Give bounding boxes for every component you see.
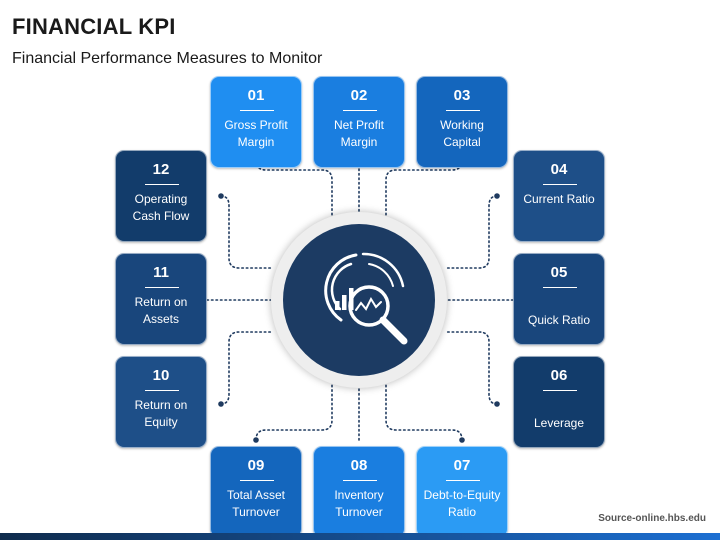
kpi-card-04: 04 Current Ratio bbox=[513, 150, 605, 242]
page-title: FINANCIAL KPI bbox=[12, 14, 176, 39]
kpi-card-11: 11 Return on Assets bbox=[115, 253, 207, 345]
kpi-divider bbox=[145, 287, 179, 288]
chart-magnifier-icon bbox=[324, 252, 408, 345]
connector-dot-10 bbox=[218, 401, 224, 407]
kpi-card-08: 08 Inventory Turnover bbox=[313, 446, 405, 538]
connector-07 bbox=[385, 381, 463, 441]
kpi-card-05: 05 Quick Ratio bbox=[513, 253, 605, 345]
kpi-label: Inventory Turnover bbox=[334, 488, 384, 519]
kpi-card-10: 10 Return on Equity bbox=[115, 356, 207, 448]
kpi-number: 05 bbox=[550, 264, 568, 281]
kpi-number: 02 bbox=[350, 87, 368, 104]
kpi-card-06: 06 Leverage bbox=[513, 356, 605, 448]
kpi-number: 04 bbox=[550, 161, 568, 178]
kpi-label: Operating Cash Flow bbox=[132, 192, 190, 223]
connector-01 bbox=[255, 159, 333, 219]
connector-12 bbox=[220, 195, 272, 269]
center-hub bbox=[271, 212, 447, 388]
connector-03 bbox=[385, 159, 463, 219]
kpi-divider bbox=[543, 390, 577, 391]
kpi-label: Return on Assets bbox=[134, 295, 188, 326]
kpi-label: Debt-to-Equity Ratio bbox=[423, 488, 501, 519]
connector-dot-07 bbox=[459, 437, 465, 443]
center-hub-disc bbox=[283, 224, 435, 376]
connector-dot-09 bbox=[253, 437, 259, 443]
kpi-divider bbox=[240, 480, 274, 481]
bottom-accent-bar bbox=[0, 533, 720, 540]
kpi-card-09: 09 Total Asset Turnover bbox=[210, 446, 302, 538]
kpi-label: Gross Profit Margin bbox=[224, 118, 288, 149]
connector-dot-06 bbox=[494, 401, 500, 407]
connector-10 bbox=[220, 331, 272, 405]
kpi-label: Net Profit Margin bbox=[333, 118, 384, 149]
kpi-divider bbox=[343, 110, 377, 111]
kpi-label: Current Ratio bbox=[523, 192, 595, 206]
kpi-divider bbox=[343, 480, 377, 481]
kpi-number: 09 bbox=[247, 457, 265, 474]
kpi-card-12: 12 Operating Cash Flow bbox=[115, 150, 207, 242]
kpi-label: Total Asset Turnover bbox=[226, 488, 286, 519]
connector-dot-04 bbox=[494, 193, 500, 199]
kpi-divider bbox=[240, 110, 274, 111]
kpi-number: 11 bbox=[153, 264, 169, 281]
connector-09 bbox=[255, 381, 333, 441]
kpi-divider bbox=[543, 184, 577, 185]
kpi-number: 07 bbox=[453, 457, 471, 474]
connector-06 bbox=[446, 331, 498, 405]
kpi-divider bbox=[145, 184, 179, 185]
kpi-number: 12 bbox=[152, 161, 170, 178]
kpi-label: Leverage bbox=[533, 416, 585, 430]
source-footnote: Source-online.hbs.edu bbox=[598, 513, 706, 524]
kpi-divider bbox=[446, 480, 480, 481]
kpi-number: 06 bbox=[550, 367, 568, 384]
connector-04 bbox=[446, 195, 498, 269]
kpi-label: Quick Ratio bbox=[527, 313, 591, 327]
kpi-number: 01 bbox=[247, 87, 265, 104]
kpi-card-01: 01 Gross Profit Margin bbox=[210, 76, 302, 168]
kpi-divider bbox=[446, 110, 480, 111]
kpi-number: 08 bbox=[350, 457, 368, 474]
kpi-number: 03 bbox=[453, 87, 471, 104]
kpi-label: Working Capital bbox=[440, 118, 484, 149]
kpi-divider bbox=[145, 390, 179, 391]
kpi-label: Return on Equity bbox=[134, 398, 188, 429]
kpi-card-02: 02 Net Profit Margin bbox=[313, 76, 405, 168]
kpi-number: 10 bbox=[152, 367, 170, 384]
connector-dot-12 bbox=[218, 193, 224, 199]
page-subtitle: Financial Performance Measures to Monito… bbox=[12, 50, 323, 67]
kpi-card-07: 07 Debt-to-Equity Ratio bbox=[416, 446, 508, 538]
kpi-card-03: 03 Working Capital bbox=[416, 76, 508, 168]
kpi-divider bbox=[543, 287, 577, 288]
